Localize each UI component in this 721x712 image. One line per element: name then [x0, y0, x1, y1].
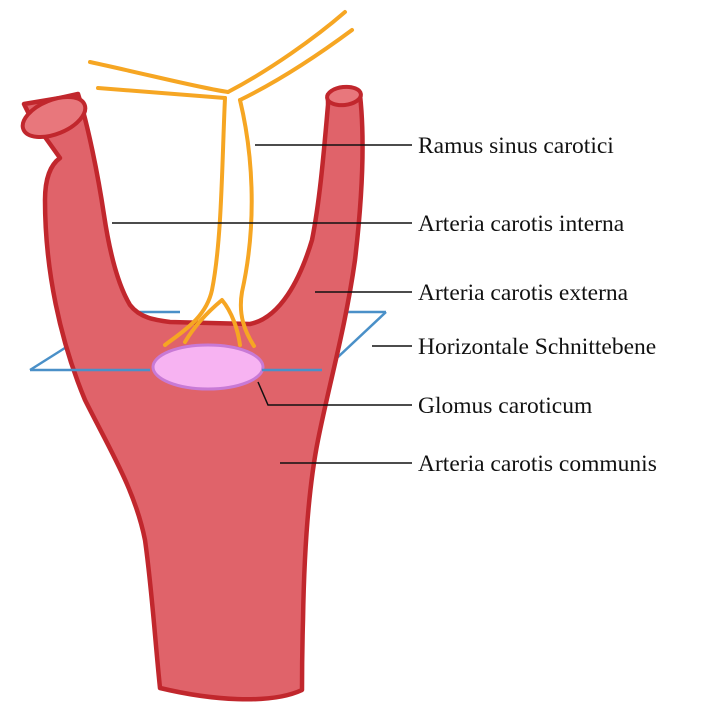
- label-horizontale-schnittebene: Horizontale Schnittebene: [418, 334, 656, 360]
- label-glomus-caroticum: Glomus caroticum: [418, 393, 592, 419]
- label-ramus-sinus-carotici: Ramus sinus carotici: [418, 133, 614, 159]
- carotid-artery-body: [24, 94, 362, 699]
- label-arteria-carotis-communis: Arteria carotis communis: [418, 451, 657, 477]
- plane-right-corner-edge: [370, 312, 386, 345]
- label-arteria-carotis-interna: Arteria carotis interna: [418, 211, 625, 237]
- glomus-caroticum-body: [153, 345, 263, 389]
- labels: Ramus sinus carotici Arteria carotis int…: [418, 133, 657, 477]
- label-arteria-carotis-externa: Arteria carotis externa: [418, 280, 629, 306]
